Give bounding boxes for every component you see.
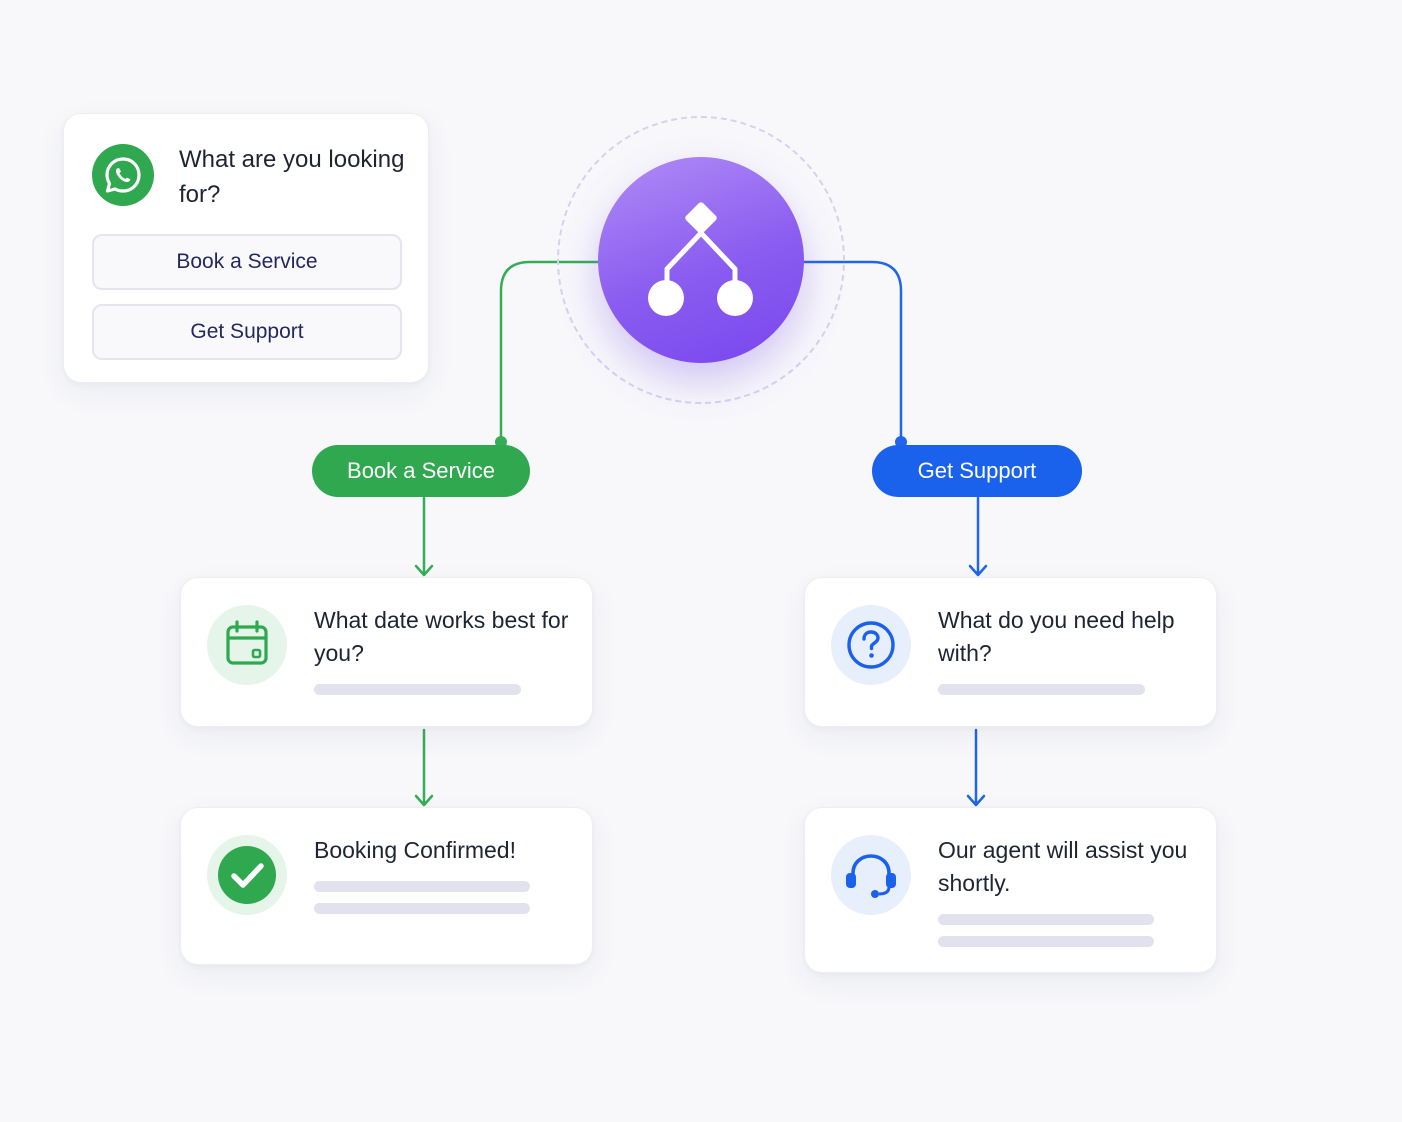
date-question-text: What date works best for you? <box>314 607 569 666</box>
prompt-question: What are you looking for? <box>179 146 405 208</box>
check-circle-icon <box>207 835 287 915</box>
branch-icon <box>598 157 804 363</box>
whatsapp-icon <box>92 144 154 206</box>
placeholder-bar <box>314 881 530 892</box>
date-question-card: What date works best for you? <box>180 577 593 727</box>
get-support-branch-label: Get Support <box>872 445 1082 497</box>
placeholder-bar <box>938 914 1154 925</box>
agent-assist-card: Our agent will assist you shortly. <box>804 807 1217 973</box>
connector-hub-to-book <box>499 260 598 441</box>
booking-confirmed-text: Booking Confirmed! <box>314 837 516 863</box>
help-question-card: What do you need help with? <box>804 577 1217 727</box>
headset-icon <box>831 835 911 915</box>
arrow-date-to-confirm <box>414 728 434 807</box>
agent-assist-text: Our agent will assist you shortly. <box>938 837 1188 896</box>
connector-hub-to-support <box>804 260 903 441</box>
book-service-branch-label: Book a Service <box>312 445 530 497</box>
calendar-icon <box>207 605 287 685</box>
placeholder-bar <box>314 684 521 695</box>
booking-confirmed-card: Booking Confirmed! <box>180 807 593 965</box>
placeholder-bar <box>938 936 1154 947</box>
hub-dashed-ring <box>557 116 845 404</box>
arrow-book-to-date <box>414 496 434 577</box>
arrow-support-to-help <box>968 496 988 577</box>
book-service-option-button[interactable]: Book a Service <box>92 234 402 290</box>
help-question-text: What do you need help with? <box>938 607 1175 666</box>
get-support-option-button[interactable]: Get Support <box>92 304 402 360</box>
placeholder-bar <box>938 684 1145 695</box>
question-circle-icon <box>831 605 911 685</box>
arrow-help-to-agent <box>966 728 986 807</box>
placeholder-bar <box>314 903 530 914</box>
whatsapp-prompt-card: What are you looking for? Book a Service… <box>63 113 429 383</box>
